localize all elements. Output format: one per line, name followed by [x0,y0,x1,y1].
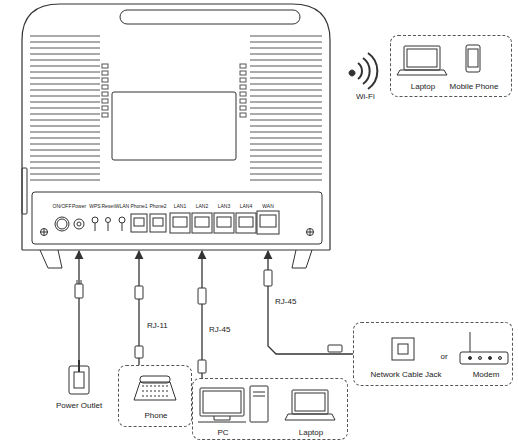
cable-line [201,251,202,378]
port-label: Power [72,204,86,209]
device-label: Phone [144,412,167,420]
cable-line [268,251,353,354]
device-label: Network Cable Jack [370,371,441,379]
port-label: Phone1 [130,204,147,209]
port-label: WPS [89,204,100,209]
port-label: Phone2 [149,204,166,209]
cable-type-label: RJ-45 [208,326,231,334]
router-body: ON/OFFPowerWPSResetWLANPhone1Phone2 LAN1 L… [18,2,334,248]
computer-group: PC Laptop [192,378,348,440]
port-label: WLAN [115,204,129,209]
phone-group: Phone [118,365,192,427]
port-label: WAN [262,204,273,209]
cable-line [78,251,79,360]
device-label: Laptop [411,83,435,91]
port-label: LAN3 [218,204,231,209]
device-label: Power Outlet [56,402,102,410]
port-label: Reset [101,204,114,209]
port-label: ON/OFF [53,204,72,209]
cable-type-label: RJ-45 [274,298,297,306]
cable-type-label: RJ-11 [146,322,169,330]
device-label: PC [217,429,228,437]
port-label: LAN2 [196,204,209,209]
wifi-label: Wi-Fi [355,93,376,101]
device-label: Laptop [299,429,323,437]
network-source-group: Network Cable Jack orModem [353,322,513,386]
port-label: LAN4 [240,204,253,209]
device-label: or [440,353,447,361]
wireless-device-group: Laptop Mobile Phone [390,35,512,97]
port-label: LAN1 [174,204,187,209]
power-outlet: Power Outlet [49,360,109,416]
device-label: Modem [473,371,500,379]
device-label: Mobile Phone [450,83,499,91]
